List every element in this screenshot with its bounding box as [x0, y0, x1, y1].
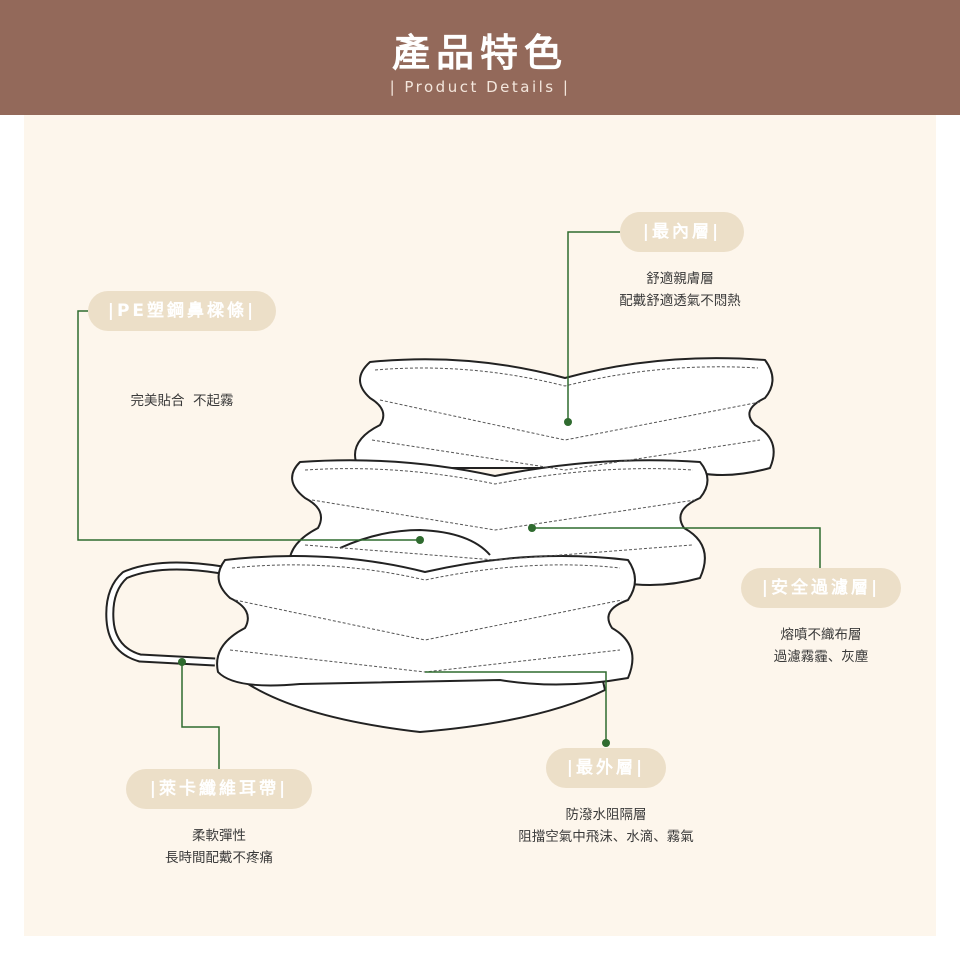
- desc-line: 配戴舒適透氣不悶熱: [619, 293, 741, 309]
- desc-outer-layer: 防潑水阻隔層 阻擋空氣中飛沫、水滴、霧氣: [466, 804, 746, 848]
- desc-line: 防潑水阻隔層: [565, 807, 647, 823]
- page-title: 產品特色: [391, 31, 568, 75]
- label-ear-loop: |萊卡纖維耳帶|: [126, 769, 312, 809]
- outer-layer-mask: [216, 555, 636, 687]
- filter-layer-mask: [288, 459, 709, 586]
- desc-inner-layer: 舒適親膚層 配戴舒適透氣不悶熱: [560, 268, 800, 312]
- label-outer-layer: |最外層|: [546, 748, 666, 788]
- page-subtitle: | Product Details |: [389, 78, 571, 96]
- desc-line: 柔軟彈性: [192, 828, 246, 844]
- desc-line: 過濾霧霾、灰塵: [773, 649, 869, 665]
- label-inner-layer: |最內層|: [620, 212, 744, 252]
- desc-ear-loop: 柔軟彈性 長時間配戴不疼痛: [119, 825, 319, 869]
- desc-line: 舒適親膚層: [646, 271, 714, 287]
- desc-line: 完美貼合 不起霧: [130, 393, 234, 409]
- label-filter-layer: |安全過濾層|: [741, 568, 901, 608]
- label-nose-bridge: |PE塑鋼鼻樑條|: [88, 291, 276, 331]
- leader-lines: [77, 231, 821, 769]
- desc-filter-layer: 熔噴不織布層 過濾霧霾、灰塵: [721, 624, 921, 668]
- desc-line: 長時間配戴不疼痛: [165, 850, 273, 866]
- desc-nose-bridge: 完美貼合 不起霧: [82, 346, 282, 434]
- header-banner: 產品特色 | Product Details |: [0, 0, 960, 115]
- leader-dots: [178, 418, 610, 747]
- desc-line: 阻擋空氣中飛沫、水滴、霧氣: [518, 829, 694, 845]
- ear-loop: [105, 561, 223, 667]
- desc-line: 熔噴不織布層: [780, 627, 862, 643]
- inner-layer-mask: [354, 357, 775, 476]
